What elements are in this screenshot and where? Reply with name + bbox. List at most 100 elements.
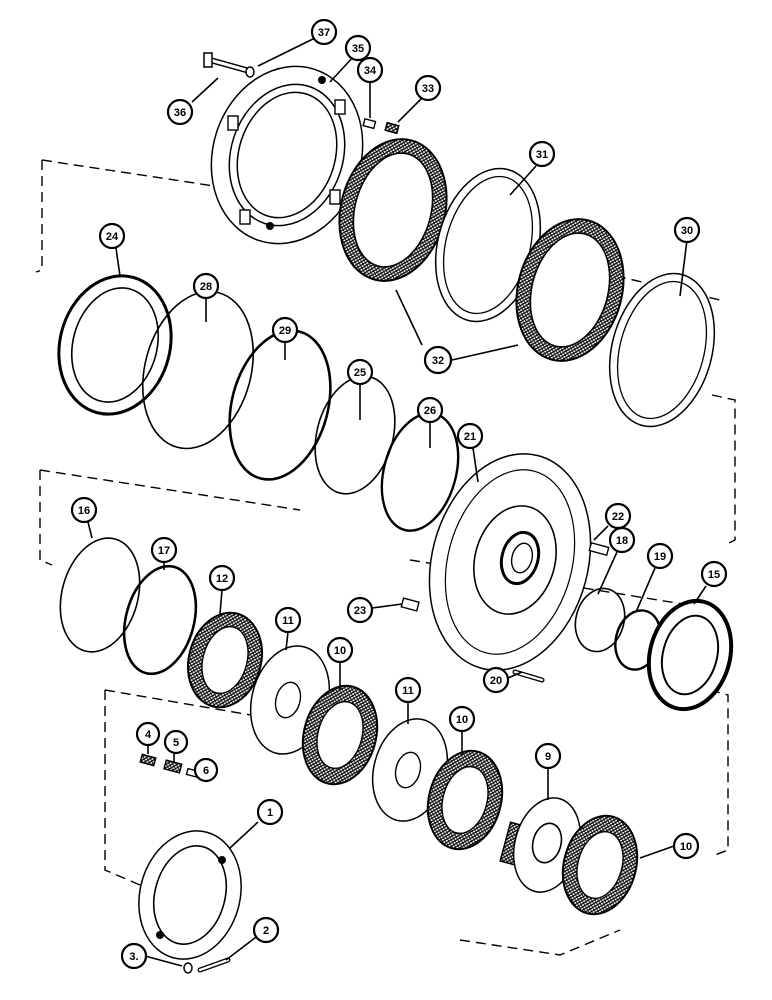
- callout-26-label: 26: [424, 405, 436, 417]
- part-34-pin: [362, 117, 377, 130]
- callout-36-label: 36: [174, 107, 186, 119]
- callout-28: 28: [192, 272, 220, 300]
- callout-19: 19: [646, 542, 674, 570]
- callout-18-label: 18: [616, 535, 628, 547]
- callout-35-label: 35: [352, 43, 364, 55]
- part-35-housing: [210, 65, 364, 245]
- part-10-friction-disc-upper: [301, 684, 379, 786]
- callout-16: 16: [70, 496, 98, 524]
- callout-30-label: 30: [681, 225, 693, 237]
- callout-30: 30: [673, 216, 701, 244]
- callout-2-label: 2: [263, 925, 269, 937]
- part-25-seal-ring: [314, 375, 396, 495]
- callout-5: 5: [163, 729, 189, 755]
- callout-24-label: 24: [106, 231, 119, 243]
- callout-31: 31: [528, 140, 556, 168]
- callout-33-label: 33: [422, 83, 434, 95]
- callout-20: 20: [482, 666, 510, 694]
- callout-3: 3.: [120, 942, 148, 970]
- callout-17: 17: [150, 536, 178, 564]
- part-12-friction-disc: [187, 611, 263, 709]
- callout-17-label: 17: [158, 545, 170, 557]
- leader-lines: [87, 37, 707, 967]
- callout-10-upper: 10: [326, 636, 354, 664]
- part-33-spring: [384, 121, 400, 135]
- callout-10-middle: 10: [448, 705, 476, 733]
- callout-16-label: 16: [78, 505, 90, 517]
- callout-32-label: 32: [432, 355, 444, 367]
- callout-15-label: 15: [708, 569, 720, 581]
- callout-11-lower-label: 11: [402, 685, 414, 697]
- callout-22-label: 22: [612, 511, 624, 523]
- part-37-washer: [245, 66, 255, 78]
- part-18-ring: [574, 587, 626, 653]
- callout-22: 22: [604, 502, 632, 530]
- callout-18: 18: [608, 526, 636, 554]
- callout-33: 33: [414, 74, 442, 102]
- callout-12: 12: [208, 564, 236, 592]
- callout-4: 4: [135, 721, 161, 747]
- part-15-piston: [646, 598, 734, 712]
- part-32-friction-disc-lower: [515, 218, 625, 362]
- callout-23-label: 23: [354, 605, 366, 617]
- callout-21-label: 21: [464, 431, 476, 443]
- callouts: 36 37 35 34 33 31 30 32 24 28 29 25 26 2…: [70, 18, 728, 970]
- callout-11-upper-label: 11: [282, 615, 294, 627]
- part-10-friction-disc-middle: [426, 749, 504, 851]
- callout-34: 34: [356, 56, 384, 84]
- callout-35: 35: [344, 34, 372, 62]
- callout-25-label: 25: [354, 367, 366, 379]
- callout-6: 6: [193, 757, 219, 783]
- callout-25: 25: [346, 358, 374, 386]
- part-23-dowel: [400, 597, 420, 612]
- part-3-washer: [183, 962, 193, 974]
- callout-10-lower: 10: [672, 832, 700, 860]
- callout-9: 9: [534, 742, 562, 770]
- part-22-dowel: [588, 541, 610, 557]
- callout-12-label: 12: [216, 573, 228, 585]
- callout-37-label: 37: [318, 27, 330, 39]
- callout-29-label: 29: [279, 325, 291, 337]
- callout-19-label: 19: [654, 551, 666, 563]
- part-1-housing: [138, 830, 242, 960]
- callout-10-lower-label: 10: [680, 841, 692, 853]
- callout-36: 36: [166, 98, 194, 126]
- part-36-bolt: [203, 52, 249, 73]
- callout-23: 23: [346, 596, 374, 624]
- part-21-clutch-hub: [428, 453, 592, 671]
- part-24-piston: [57, 274, 173, 416]
- callout-32: 32: [423, 345, 453, 375]
- callout-1: 1: [256, 798, 284, 826]
- part-2-bolt: [197, 957, 231, 973]
- callout-24: 24: [98, 222, 126, 250]
- callout-11-lower: 11: [394, 676, 422, 704]
- callout-34-label: 34: [364, 65, 377, 77]
- callout-29: 29: [271, 316, 299, 344]
- callout-9-label: 9: [545, 751, 551, 763]
- callout-2: 2: [252, 916, 280, 944]
- part-5-spring: [163, 759, 183, 774]
- callout-20-label: 20: [490, 675, 502, 687]
- callout-1-label: 1: [267, 807, 273, 819]
- callout-4-label: 4: [145, 729, 152, 741]
- callout-6-label: 6: [203, 765, 209, 777]
- part-4-spring: [139, 753, 157, 767]
- callout-28-label: 28: [200, 281, 212, 293]
- callout-10-upper-label: 10: [334, 645, 346, 657]
- part-28-seal-ring: [141, 290, 255, 450]
- part-17-o-ring: [122, 564, 198, 676]
- callout-10-middle-label: 10: [456, 714, 468, 726]
- callout-26: 26: [416, 396, 444, 424]
- callout-5-label: 5: [173, 737, 179, 749]
- callout-21: 21: [456, 422, 484, 450]
- callout-37: 37: [310, 18, 338, 46]
- callout-15: 15: [700, 560, 728, 588]
- callout-31-label: 31: [536, 149, 548, 161]
- part-16-seal-ring: [59, 537, 141, 653]
- callout-3-label: 3.: [129, 951, 138, 963]
- callout-11-upper: 11: [274, 606, 302, 634]
- part-32-friction-disc-upper: [338, 138, 448, 282]
- part-10-friction-disc-lower: [561, 814, 639, 916]
- part-29-o-ring: [228, 329, 332, 481]
